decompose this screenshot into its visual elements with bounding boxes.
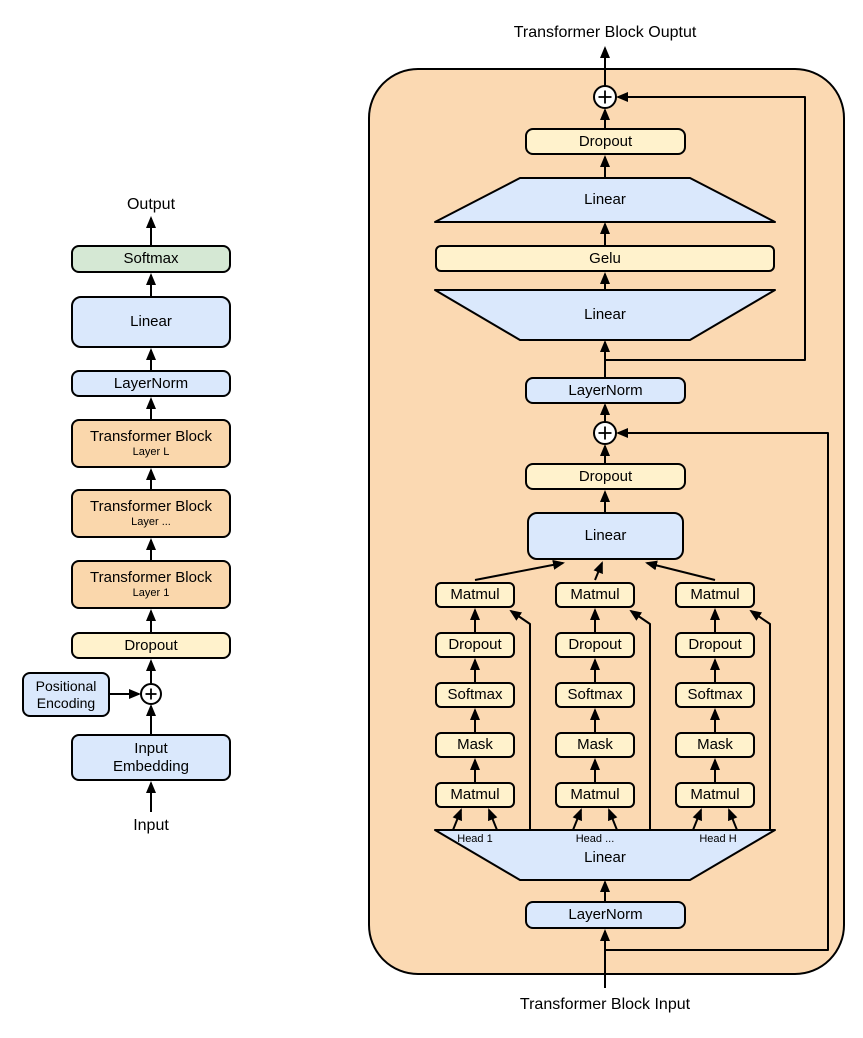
hH-matmul-top-box: Matmul — [675, 582, 755, 608]
trapezoid-shapes — [434, 177, 776, 881]
mlp-residual-path — [605, 92, 806, 361]
dropout-box: Dropout — [71, 632, 231, 659]
block-output-label: Transformer Block Ouptut — [513, 24, 697, 41]
h1-matmul-bottom-box: Matmul — [435, 782, 515, 808]
head-h-label: Head H — [699, 833, 737, 845]
input-embedding-box: Input Embedding — [71, 734, 231, 781]
hH-dropout-box: Dropout — [675, 632, 755, 658]
output-label: Output — [126, 196, 176, 213]
qk-arrow — [608, 808, 618, 831]
transformer-block-subtitle: Layer L — [132, 445, 170, 458]
layernorm-box: LayerNorm — [71, 370, 231, 397]
block-layernorm-mid-box: LayerNorm — [525, 377, 686, 404]
hmid-matmul-top-box: Matmul — [555, 582, 635, 608]
head-mid-arrows — [572, 561, 651, 831]
value-bypass-arrow — [509, 609, 531, 830]
concat-arrow — [645, 560, 716, 581]
head-mid-label: Head ... — [575, 833, 615, 845]
transformer-block-title: Transformer Block — [90, 428, 212, 446]
head-1-arrows — [452, 559, 565, 831]
left-pipeline-arrows — [110, 216, 156, 812]
transformer-block-title: Transformer Block — [90, 498, 212, 516]
qk-arrow — [728, 808, 738, 831]
head-splitter-linear-label: Linear — [584, 849, 626, 866]
transformer-block-layer-1: Transformer Block Layer 1 — [71, 560, 231, 609]
flow-arrows — [110, 46, 829, 988]
qk-arrow — [572, 808, 582, 831]
input-label: Input — [133, 817, 169, 834]
plus-glyphs — [145, 90, 612, 700]
qk-arrow — [488, 808, 498, 831]
positional-encoding-box: Positional Encoding — [22, 672, 110, 717]
head-1-label: Head 1 — [457, 833, 493, 845]
block-input-label: Transformer Block Input — [519, 996, 691, 1013]
linear-box: Linear — [71, 296, 231, 348]
gelu-box: Gelu — [435, 245, 775, 272]
transformer-block-title: Transformer Block — [90, 569, 212, 587]
hH-matmul-bottom-box: Matmul — [675, 782, 755, 808]
hmid-softmax-box: Softmax — [555, 682, 635, 708]
value-bypass-arrow — [629, 609, 651, 830]
block-dropout-top-box: Dropout — [525, 128, 686, 155]
mlp-linear-down-trapezoid — [434, 289, 776, 341]
transformer-block-subtitle: Layer ... — [131, 515, 171, 528]
hmid-matmul-bottom-box: Matmul — [555, 782, 635, 808]
hmid-mask-box: Mask — [555, 732, 635, 758]
concat-arrow — [474, 559, 565, 581]
h1-softmax-box: Softmax — [435, 682, 515, 708]
transformer-block-subtitle: Layer 1 — [132, 586, 170, 599]
h1-mask-box: Mask — [435, 732, 515, 758]
mlp-linear-up-trapezoid — [434, 177, 776, 223]
concat-arrow — [593, 561, 603, 581]
mlp-linear-up-label: Linear — [584, 191, 626, 208]
qk-arrow — [452, 808, 462, 831]
softmax-box: Softmax — [71, 245, 231, 273]
attn-dropout-box: Dropout — [525, 463, 686, 490]
value-bypass-arrow — [749, 609, 771, 830]
transformer-block-layer-mid: Transformer Block Layer ... — [71, 489, 231, 538]
attn-output-linear-box: Linear — [527, 512, 684, 560]
transformer-block-layer-l: Transformer Block Layer L — [71, 419, 231, 468]
hmid-dropout-box: Dropout — [555, 632, 635, 658]
h1-matmul-top-box: Matmul — [435, 582, 515, 608]
h1-dropout-box: Dropout — [435, 632, 515, 658]
hH-mask-box: Mask — [675, 732, 755, 758]
hH-softmax-box: Softmax — [675, 682, 755, 708]
head-splitter-linear-trapezoid — [434, 829, 776, 881]
block-layernorm-bottom-box: LayerNorm — [525, 901, 686, 929]
qk-arrow — [692, 808, 702, 831]
head-h-arrows — [645, 560, 771, 831]
mlp-linear-down-label: Linear — [584, 306, 626, 323]
attention-residual-path — [605, 428, 829, 951]
